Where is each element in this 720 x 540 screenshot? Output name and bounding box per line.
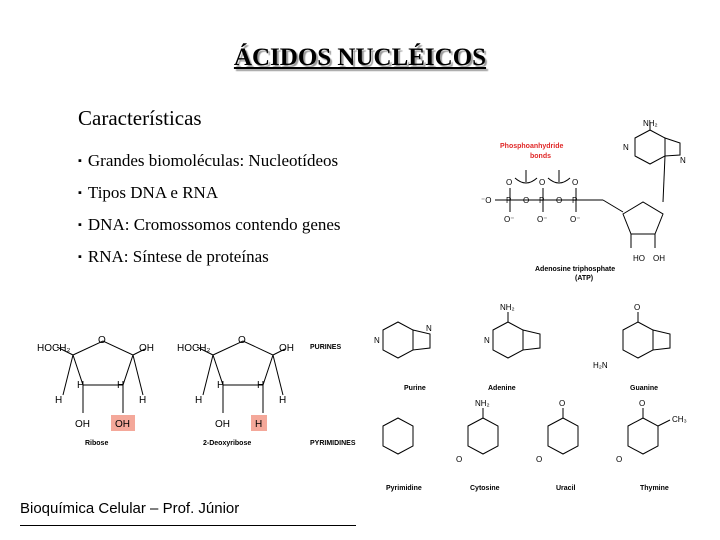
pyrimidines-label: PYRIMIDINES (310, 440, 356, 447)
atp-bond-label: Phosphoanhydride (500, 143, 564, 150)
uracil-caption: Uracil (556, 485, 576, 492)
svg-text:O: O (98, 335, 106, 346)
svg-text:H: H (77, 380, 84, 391)
svg-text:H: H (279, 395, 286, 406)
slide-subtitle: Características (78, 106, 202, 130)
thymine-caption: Thymine (640, 485, 669, 492)
svg-text:OH: OH (115, 419, 130, 430)
svg-text:O: O (506, 178, 512, 187)
ribose-caption: Ribose (85, 440, 108, 447)
svg-text:N: N (623, 143, 629, 152)
svg-text:H: H (55, 395, 62, 406)
svg-text:HOCH₂: HOCH₂ (37, 343, 70, 354)
svg-text:O: O (238, 335, 246, 346)
svg-text:H: H (217, 380, 224, 391)
svg-text:P: P (539, 196, 544, 205)
svg-text:P: P (506, 196, 511, 205)
svg-text:O: O (639, 399, 645, 408)
ribose-structure-figure: O HOCH₂ OH H H H H OH OH Ribose (37, 335, 154, 447)
nitrogenous-bases-figure: PURINES PYRIMIDINES N N NH₂ N O H₂N NH₂ … (310, 303, 687, 492)
svg-text:N: N (426, 324, 432, 333)
footer-divider (20, 525, 356, 526)
bullet-item: Grandes biomoléculas: Nucleotídeos (78, 146, 341, 178)
bullet-item: RNA: Síntese de proteínas (78, 242, 341, 274)
svg-text:OH: OH (215, 419, 230, 430)
adenine-caption: Adenine (488, 385, 516, 392)
bullet-item: Tipos DNA e RNA (78, 178, 341, 210)
svg-text:H: H (139, 395, 146, 406)
svg-text:N: N (374, 336, 380, 345)
svg-text:NH₂: NH₂ (643, 119, 658, 128)
bullet-item: DNA: Cromossomos contendo genes (78, 210, 341, 242)
svg-text:H: H (257, 380, 264, 391)
deoxyribose-caption: 2-Deoxyribose (203, 440, 251, 447)
svg-text:H: H (195, 395, 202, 406)
svg-text:OH: OH (139, 343, 154, 354)
guanine-caption: Guanine (630, 385, 658, 392)
purines-label: PURINES (310, 344, 341, 351)
svg-text:OH: OH (75, 419, 90, 430)
slide-title: ÁCIDOS NUCLÉICOS (233, 44, 487, 71)
svg-text:O: O (523, 196, 529, 205)
svg-text:OH: OH (653, 254, 665, 263)
svg-text:H: H (255, 419, 262, 430)
atp-structure-figure: Phosphoanhydride bonds ⁻O P P P O O O O … (481, 119, 686, 282)
atp-caption-2: (ATP) (575, 275, 593, 282)
svg-text:O: O (572, 178, 578, 187)
cytosine-caption: Cytosine (470, 485, 500, 492)
slide-footer: Bioquímica Celular – Prof. Júnior (20, 500, 240, 517)
svg-text:O: O (556, 196, 562, 205)
pyrimidine-caption: Pyrimidine (386, 485, 422, 492)
svg-text:P: P (572, 196, 577, 205)
svg-text:O⁻: O⁻ (504, 215, 514, 224)
svg-text:O: O (559, 399, 565, 408)
svg-text:N: N (680, 156, 686, 165)
purine-caption: Purine (404, 385, 426, 392)
svg-text:NH₂: NH₂ (475, 399, 490, 408)
svg-text:O: O (539, 178, 545, 187)
svg-text:O: O (536, 455, 542, 464)
svg-text:CH₃: CH₃ (672, 415, 687, 424)
svg-text:HO: HO (633, 254, 645, 263)
deoxyribose-structure-figure: O HOCH₂ OH H H H H OH H 2-Deoxyribose (177, 335, 294, 447)
svg-text:OH: OH (279, 343, 294, 354)
svg-text:O: O (634, 303, 640, 312)
svg-text:N: N (484, 336, 490, 345)
svg-text:O⁻: O⁻ (570, 215, 580, 224)
svg-text:NH₂: NH₂ (500, 303, 515, 312)
svg-text:O: O (616, 455, 622, 464)
bullet-list: Grandes biomoléculas: Nucleotídeos Tipos… (78, 146, 341, 274)
svg-text:HOCH₂: HOCH₂ (177, 343, 210, 354)
svg-text:⁻O: ⁻O (481, 196, 491, 205)
atp-caption: Adenosine triphosphate (535, 266, 615, 273)
svg-text:H: H (117, 380, 124, 391)
svg-text:H₂N: H₂N (593, 361, 608, 370)
svg-text:O: O (456, 455, 462, 464)
svg-text:O⁻: O⁻ (537, 215, 547, 224)
atp-bond-label-2: bonds (530, 153, 551, 160)
